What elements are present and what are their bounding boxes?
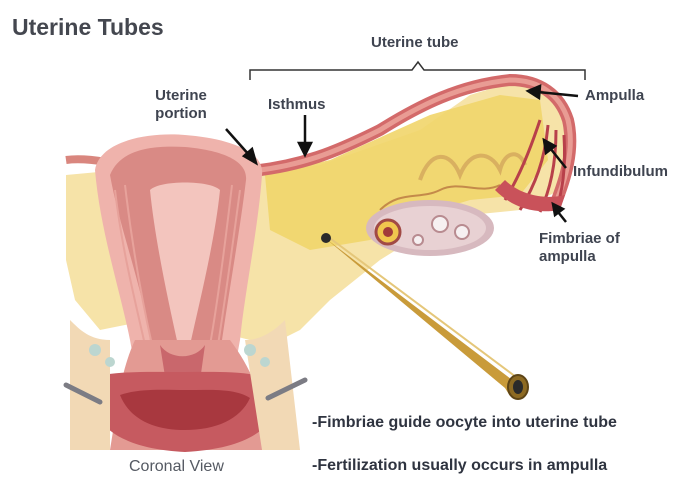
uterine-cavity bbox=[150, 182, 220, 345]
infundibulum-label: Infundibulum bbox=[573, 163, 668, 180]
isthmus-label: Isthmus bbox=[268, 96, 326, 113]
note-fertilization: -Fertilization usually occurs in ampulla bbox=[312, 457, 608, 474]
uterine-portion-line1: Uterine bbox=[155, 87, 207, 104]
uterine-portion-line2: portion bbox=[155, 105, 207, 122]
ampulla-label: Ampulla bbox=[585, 87, 645, 104]
uterine-tube-label: Uterine tube bbox=[371, 34, 459, 51]
uterine-portion-label: Uterine portion bbox=[148, 87, 214, 123]
page-title: Uterine Tubes bbox=[12, 14, 164, 40]
view-caption: Coronal View bbox=[129, 458, 224, 475]
fimbriae-line2: ampulla bbox=[539, 248, 596, 265]
left-clamp bbox=[63, 382, 103, 405]
probe bbox=[325, 238, 525, 396]
fimbriae-line1: Fimbriae of bbox=[539, 230, 620, 247]
fimbriae-label: Fimbriae of ampulla bbox=[539, 230, 620, 266]
note-fimbriae: -Fimbriae guide oocyte into uterine tube bbox=[312, 414, 617, 431]
uterine-tube-brace bbox=[249, 60, 586, 80]
infundibulum-arrow bbox=[549, 147, 567, 169]
ampulla-arrow bbox=[537, 90, 579, 98]
fimbriae-arrow bbox=[557, 211, 567, 223]
uterine-portion-arrow bbox=[225, 128, 251, 157]
right-clamp bbox=[265, 377, 308, 401]
